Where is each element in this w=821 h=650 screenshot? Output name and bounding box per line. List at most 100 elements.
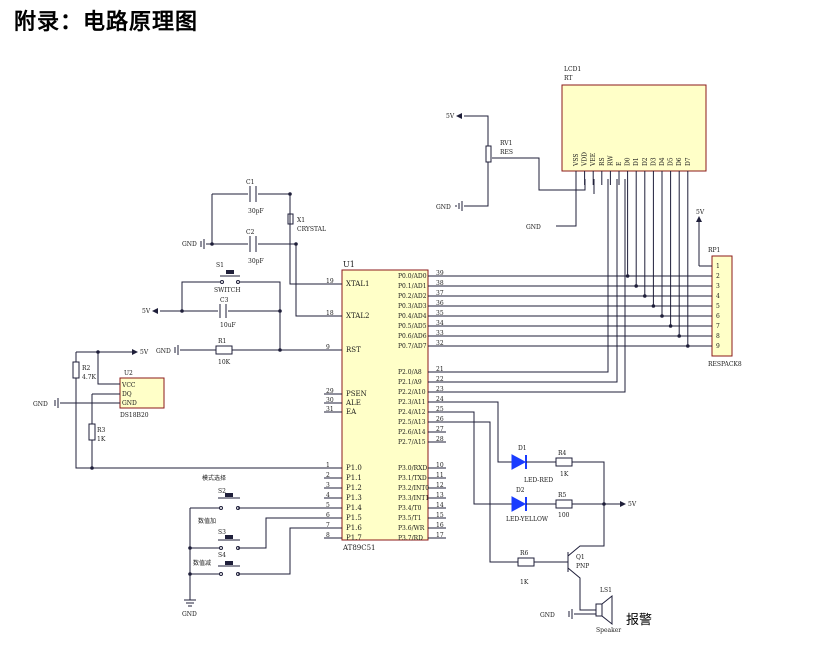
mcu-pin-number: 10	[436, 462, 444, 469]
s1-ref: S1	[216, 262, 224, 269]
junction-dot	[668, 324, 673, 328]
potentiometer-rv1: RV1 RES 5V GND	[436, 113, 513, 211]
mcu-pin-name: P3.7/RD	[398, 535, 423, 542]
rp1-pin-number: 7	[716, 323, 720, 330]
sensor-part: DS18B20	[120, 412, 149, 419]
mcu-pin-name: P3.0/RXD	[398, 465, 427, 472]
rp1-pin-number: 2	[716, 273, 720, 280]
reset-gnd-label: GND	[156, 348, 171, 355]
mcu-pin-name: XTAL2	[346, 312, 369, 320]
mcu-ref: U1	[343, 260, 355, 269]
mcu-pin-name: P2.5/A13	[398, 419, 426, 426]
junction-dot	[651, 304, 656, 308]
mcu-pin-name: P3.4/T0	[398, 505, 422, 512]
mcu-pin-number: 23	[436, 386, 444, 393]
r6-body	[517, 557, 535, 567]
r3-body	[88, 423, 96, 441]
junction-dot	[660, 314, 664, 318]
r2-body	[72, 361, 80, 379]
r1-body	[215, 345, 233, 355]
mcu-pin-name: P1.5	[346, 514, 362, 522]
mcu-pin-number: 28	[436, 436, 444, 443]
r1-value: 10K	[218, 359, 231, 366]
mcu-pin-number: 12	[436, 482, 444, 489]
mcu-pin-name: ALE	[345, 399, 361, 407]
crystal-ref: X1	[297, 217, 305, 224]
mcu-pin-number: 5	[326, 502, 330, 509]
lcd-pin-name: D1	[633, 157, 640, 166]
mcu-pin-number: 4	[326, 492, 330, 499]
mcu-pin-number: 31	[326, 406, 334, 413]
mcu-pin-number: 14	[436, 502, 444, 509]
lcd-control-wires: GND	[428, 157, 626, 393]
mcu-pin-number: 38	[436, 280, 444, 287]
junction-dot	[686, 344, 690, 348]
mcu-pin-number: 36	[436, 300, 444, 307]
vcc-arrow-icon	[152, 308, 158, 314]
led1-part: LED-RED	[524, 477, 553, 484]
lcd-part: RT	[564, 75, 572, 82]
rv1-ref: RV1	[500, 140, 512, 147]
speaker-ref: LS1	[600, 587, 612, 594]
q1-ref: Q1	[576, 554, 585, 561]
lcd-pin-name: RS	[599, 157, 606, 166]
mcu-pin-name: P0.5/AD5	[398, 323, 427, 330]
mcu-pin-name: PSEN	[346, 390, 367, 398]
r5-body	[555, 499, 573, 509]
speaker-gnd-label: GND	[540, 612, 555, 619]
lcd-pin-name: D0	[625, 157, 632, 166]
lcd-pin-name: D4	[659, 157, 666, 166]
speaker-part: Speaker	[596, 627, 621, 634]
c2-value: 30pF	[248, 258, 264, 265]
lcd-pin-name: D3	[650, 157, 657, 166]
led-alarm-circuit: D1 LED-RED R4 1K D2 LED-YELLOW R5 100 5V…	[428, 401, 652, 634]
r4-value: 1K	[560, 471, 569, 478]
mcu-pin-name: P1.6	[346, 524, 362, 532]
vcc-arrow-icon	[132, 349, 138, 355]
r4-body	[555, 457, 573, 467]
rp1-pin-number: 4	[716, 293, 720, 300]
lcd-body	[561, 84, 707, 172]
button-mode-label: 模式选择	[202, 474, 226, 482]
push-buttons: 模式选择 S2 数值加 S3 数值减 S4 GND	[182, 474, 342, 618]
led-red-icon	[511, 454, 527, 470]
lcd-pin-name: D2	[642, 157, 649, 166]
mcu-pin-name: P1.7	[346, 534, 362, 542]
rp1-pin-number: 8	[716, 333, 720, 340]
crystal-part: CRYSTAL	[297, 226, 326, 233]
c3-ref: C3	[220, 297, 229, 304]
r5-ref: R5	[558, 492, 567, 499]
mcu-pin-number: 19	[326, 278, 334, 285]
mcu-pin-name: P2.7/A15	[398, 439, 426, 446]
lcd-pin-name: D5	[668, 157, 675, 166]
junction-dot	[677, 334, 681, 338]
vcc-arrow-icon	[456, 113, 462, 119]
button-mode-ref: S2	[218, 488, 226, 495]
vcc-arrow-icon	[620, 501, 626, 507]
mcu-pin-name: P0.7/AD7	[398, 343, 427, 350]
osc-gnd-label: GND	[182, 241, 197, 248]
mcu-pin-name: P1.4	[346, 504, 362, 512]
mcu-pin-number: 13	[436, 492, 444, 499]
mcu-pin-name: RST	[346, 346, 361, 354]
lcd-ref: LCD1	[564, 66, 581, 73]
rp1-pin-number: 9	[716, 343, 720, 350]
data-bus-wires	[446, 185, 712, 348]
r3-value: 1K	[97, 436, 106, 443]
mcu-pin-number: 16	[436, 522, 444, 529]
r1-ref: R1	[218, 338, 226, 345]
page-title: 附录：电路原理图	[14, 10, 199, 35]
mcu-pin-number: 17	[436, 532, 444, 539]
mcu-pin-name: P3.1/TXD	[398, 475, 427, 482]
c1-value: 30pF	[248, 208, 264, 215]
sensor-pin-gnd: GND	[122, 400, 137, 407]
mcu-pin-number: 3	[326, 482, 330, 489]
mcu-pin-number: 6	[326, 512, 330, 519]
mcu-pin-name: P3.6/WR	[398, 525, 425, 532]
oscillator-circuit: C1 30pF C2 30pF GND X1 CRYSTAL	[182, 179, 342, 317]
led2-ref: D2	[516, 487, 525, 494]
